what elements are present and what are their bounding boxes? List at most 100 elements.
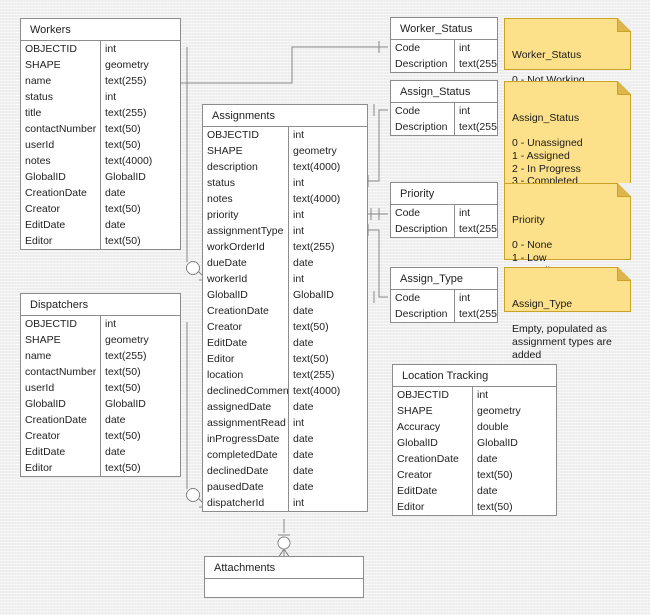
field-name: Description: [391, 119, 455, 135]
note-assign-type[interactable]: Assign_Type Empty, populated as assignme…: [504, 267, 631, 361]
field-type: text(50): [477, 469, 513, 481]
field-type: text(50): [477, 501, 513, 513]
field-name: Editor: [21, 233, 101, 249]
field-type: text(255): [105, 75, 147, 87]
note-fold-corner: [617, 267, 631, 281]
field-name: Creator: [21, 428, 101, 444]
note-priority[interactable]: Priority 0 - None 1 - Low 2 - Medium 3 -…: [504, 183, 631, 302]
field-type: date: [293, 305, 314, 317]
table-title-attachments: Attachments: [205, 557, 363, 579]
field-name: dispatcherId: [203, 495, 289, 511]
field-name: GlobalID: [393, 435, 473, 451]
field-type: date: [293, 481, 314, 493]
field-name: SHAPE: [21, 332, 101, 348]
field-type: text(50): [105, 203, 141, 215]
note-worker-status[interactable]: Worker_Status 0 - Not Working 1 - Workin…: [504, 18, 631, 112]
note-assign-status[interactable]: Assign_Status 0 - Unassigned 1 - Assigne…: [504, 81, 631, 225]
field-name: Description: [391, 221, 455, 237]
field-type: int: [459, 105, 471, 117]
table-title-priority: Priority: [391, 183, 497, 205]
field-name: contactNumber: [21, 121, 101, 137]
field-name: OBJECTID: [393, 387, 473, 403]
field-type: date: [477, 485, 498, 497]
field-name: CreationDate: [393, 451, 473, 467]
field-type: int: [293, 417, 305, 429]
field-type: date: [293, 433, 314, 445]
field-type: GlobalID: [105, 171, 146, 183]
table-row: [205, 579, 363, 597]
field-name: workerId: [203, 271, 289, 287]
field-type: text(50): [105, 366, 141, 378]
note-fold-corner: [617, 18, 631, 32]
field-name: Code: [391, 103, 455, 119]
field-name: OBJECTID: [21, 41, 101, 57]
field-type: GlobalID: [477, 437, 518, 449]
field-type: date: [293, 257, 314, 269]
field-type: date: [105, 187, 126, 199]
table-title-location-tracking: Location Tracking: [393, 365, 556, 387]
field-name: Creator: [21, 201, 101, 217]
field-type: GlobalID: [105, 398, 146, 410]
field-name: EditDate: [21, 444, 101, 460]
field-name: location: [203, 367, 289, 383]
table-title-workers: Workers: [21, 19, 180, 41]
field-name: OBJECTID: [203, 127, 289, 143]
field-name: Accuracy: [393, 419, 473, 435]
field-type: text(50): [105, 462, 141, 474]
field-type: int: [293, 273, 305, 285]
field-name: CreationDate: [21, 185, 101, 201]
field-type: int: [293, 129, 305, 141]
field-name: Code: [391, 205, 455, 221]
field-type: date: [293, 465, 314, 477]
field-type: text(50): [293, 353, 329, 365]
field-name: dueDate: [203, 255, 289, 271]
table-attachments[interactable]: Attachments: [204, 556, 364, 598]
note-title-assign-type: Assign_Type: [512, 298, 573, 311]
table-row: dispatcherId int: [203, 495, 367, 511]
field-name: name: [21, 348, 101, 364]
field-name: Description: [391, 306, 455, 322]
field-type: int: [293, 497, 305, 509]
note-body-assign-type: Empty, populated as assignment types are…: [512, 323, 612, 361]
field-name: Editor: [203, 351, 289, 367]
table-row: Editor text(50): [203, 351, 367, 367]
field-name: SHAPE: [393, 403, 473, 419]
field-type: GlobalID: [293, 289, 334, 301]
field-type: date: [293, 337, 314, 349]
